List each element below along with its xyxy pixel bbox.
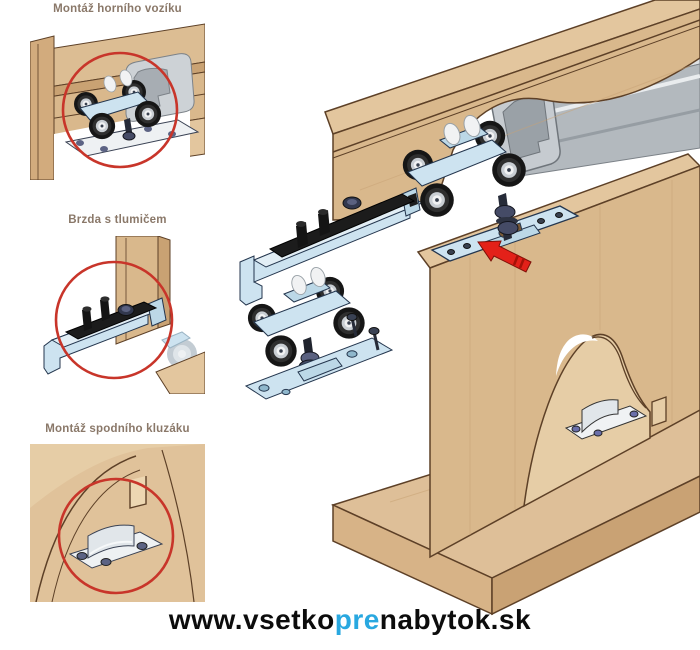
hanger-bolt (494, 193, 519, 241)
brake-damper-assembly (239, 187, 424, 306)
plate-screws (346, 313, 380, 351)
url-suffix: nabytok.sk (379, 604, 532, 635)
red-ellipse-highlight (57, 477, 175, 595)
arch-opening (556, 334, 598, 376)
panel-label-upper-carriage: Montáž horního vozíku (53, 3, 182, 15)
door-notch (651, 396, 667, 427)
website-url: www.vsetkoprenabytok.sk (0, 604, 700, 636)
url-highlight: pre (334, 604, 380, 635)
panel2-bottom-wood (155, 351, 205, 394)
url-prefix: www.vsetko (168, 604, 335, 635)
panel3-guide-plate (68, 524, 164, 569)
lower-roller-carriage (244, 264, 394, 400)
main-assembly-illustration (239, 0, 700, 616)
upper-roller-carriage (402, 112, 526, 241)
lower-mounting-plate (244, 337, 394, 400)
red-ellipse-highlight (61, 51, 179, 169)
panel1-roller-carriage (74, 67, 162, 141)
brake-damper-panel-illustration (43, 236, 205, 394)
panel-label-lower-glider: Montáž spodního kluzáku (45, 423, 190, 435)
panel2-damper-strip (64, 296, 158, 340)
upper-carriage-panel-illustration (30, 23, 205, 180)
red-ellipse-highlight (54, 260, 174, 380)
panel-label-brake-damper: Brzda s tlumičem (68, 214, 167, 226)
red-arrow-icon (477, 240, 532, 273)
lower-glider-panel-illustration (30, 444, 205, 602)
bottom-guide-plate (564, 399, 648, 440)
